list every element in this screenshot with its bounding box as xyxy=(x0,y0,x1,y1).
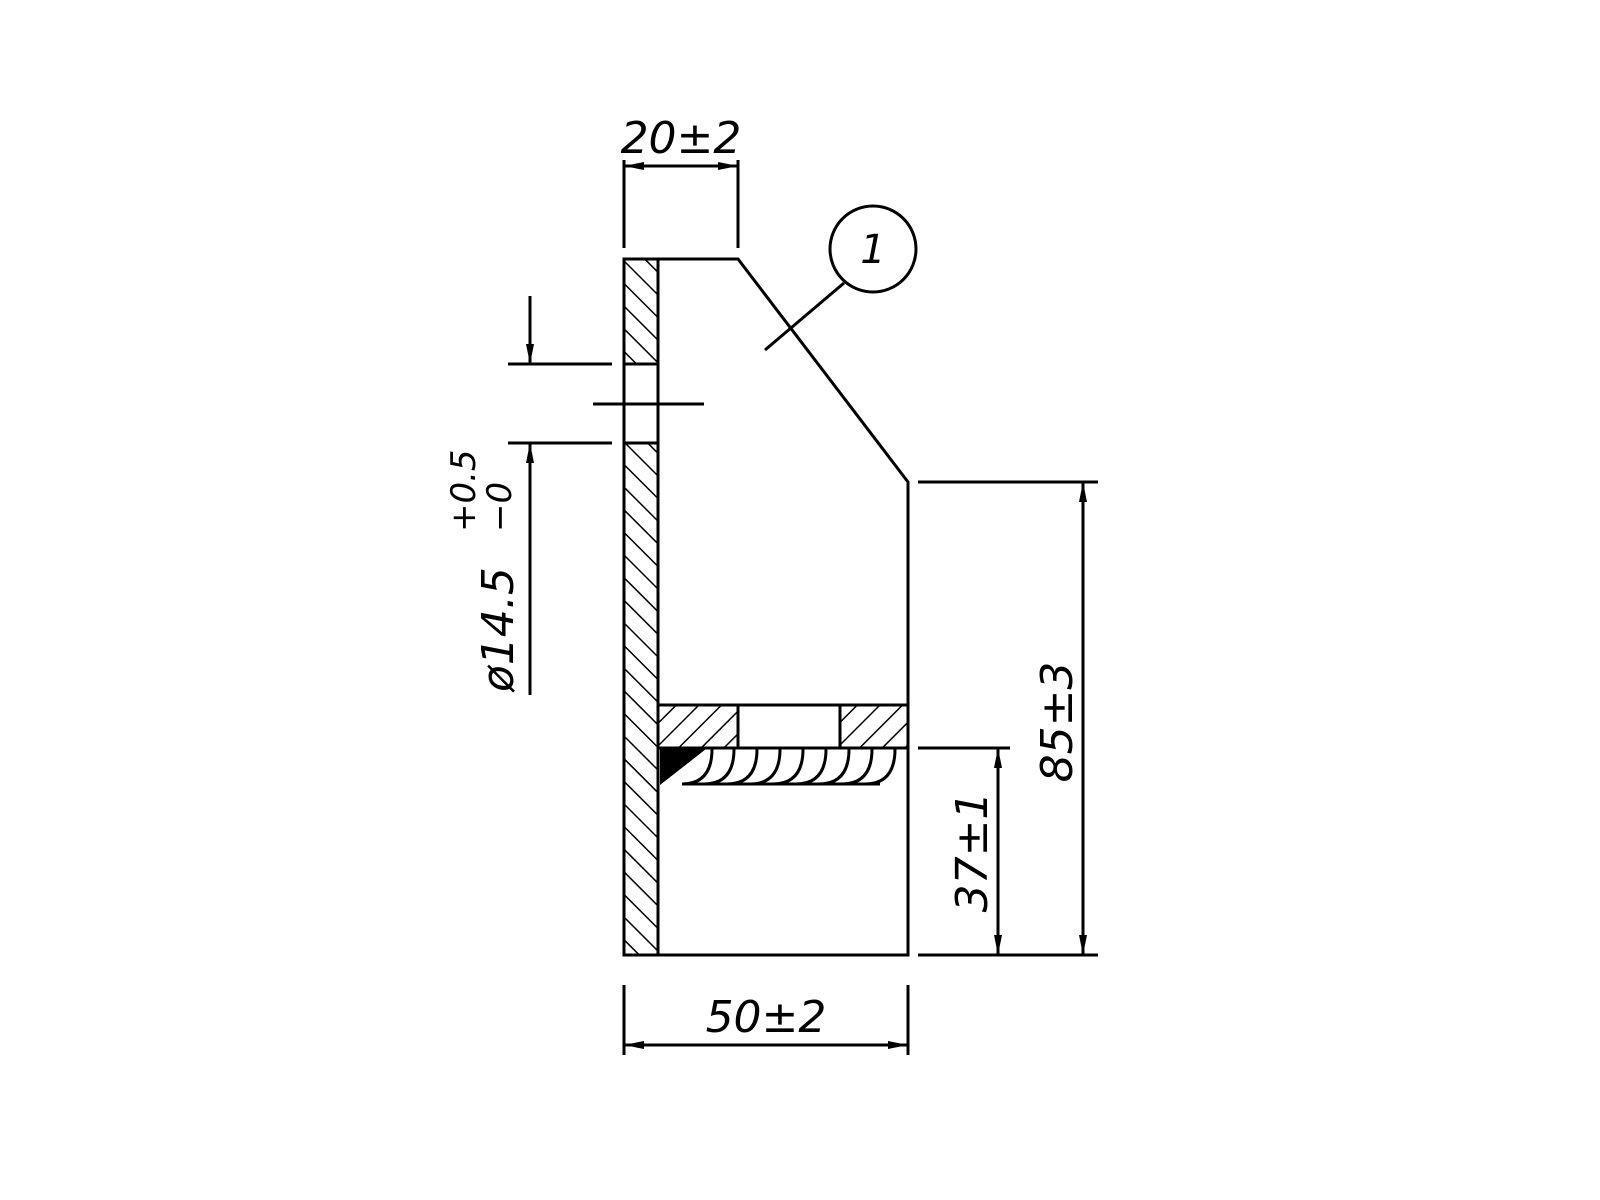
gusset-outline xyxy=(658,257,910,957)
balloon-label: 1 xyxy=(860,227,885,273)
vertical-plate xyxy=(622,257,660,957)
dim-hole-upper-tol: +0.5 xyxy=(444,449,484,532)
dim-hole-diameter-text: ø14.5 xyxy=(473,567,524,693)
dimension-hole-diameter: ø14.5 +0.5 −0 xyxy=(444,296,612,695)
dim-overall-height-text: 85±3 xyxy=(1032,662,1083,783)
horizontal-plate xyxy=(656,703,910,750)
part-balloon: 1 xyxy=(764,204,918,352)
dimension-shelf-height: 37±1 xyxy=(918,746,1010,955)
dim-hole-lower-tol: −0 xyxy=(480,482,520,532)
fillet-weld xyxy=(660,748,897,786)
dim-top-width-text: 20±2 xyxy=(621,113,742,164)
dimension-top-width: 20±2 xyxy=(621,113,742,248)
dimension-bottom-width: 50±2 xyxy=(622,985,910,1055)
dimension-overall-height: 85±3 xyxy=(918,480,1098,957)
dim-bottom-width-text: 50±2 xyxy=(706,992,827,1043)
dim-shelf-height-text: 37±1 xyxy=(947,792,998,913)
